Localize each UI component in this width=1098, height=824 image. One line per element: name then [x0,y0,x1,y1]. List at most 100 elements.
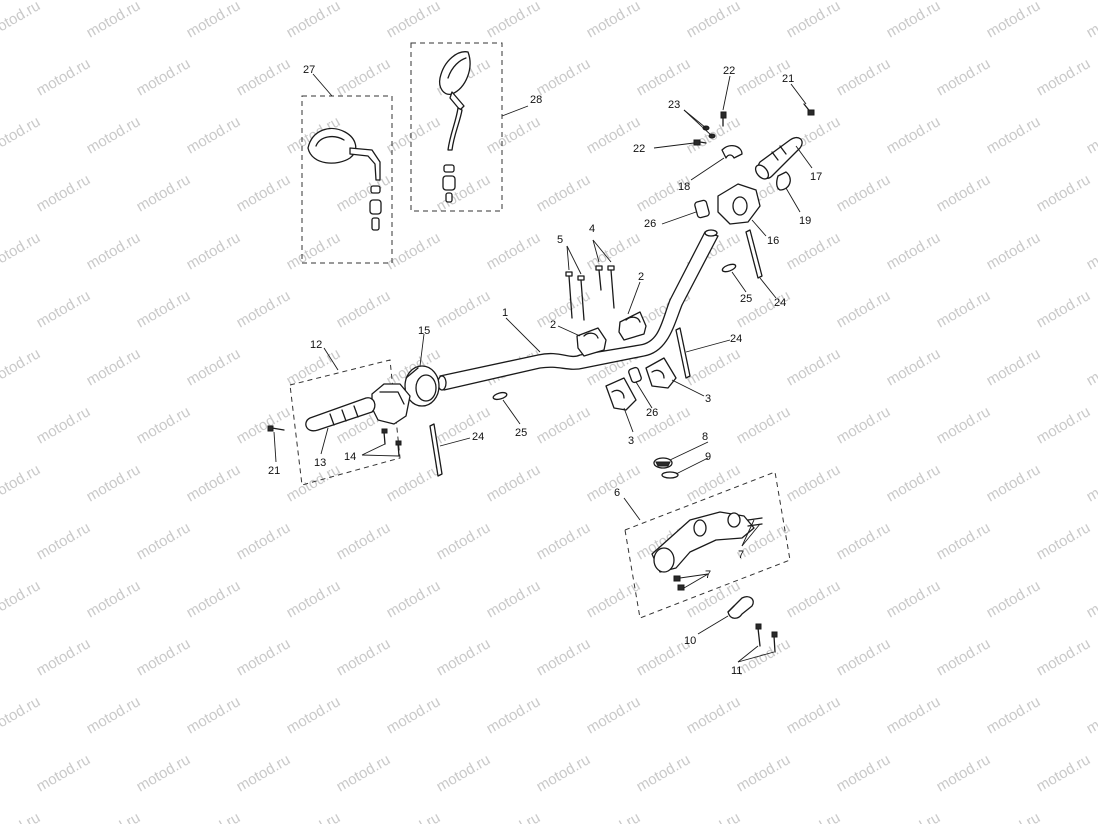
watermark-text: motod.ru [84,461,144,505]
watermark-text: motod.ru [434,171,494,215]
watermark-text: motod.ru [234,171,294,215]
clamp-top-2-left [576,327,607,357]
watermark-text: motod.ru [884,229,944,273]
watermark-text: motod.ru [184,229,244,273]
watermark-text: motod.ru [784,577,844,621]
sleeve-26-upper [694,199,710,219]
watermark-text: motod.ru [234,287,294,331]
watermark-text: motod.ru [934,171,994,215]
watermark-text: motod.ru [134,55,194,99]
callout-12: 12 [310,339,322,351]
watermark-text: motod.ru [884,693,944,737]
watermark-text: motod.ru [134,287,194,331]
watermark-text: motod.ru [484,0,544,41]
bolts-7-lower [673,575,685,591]
watermark-text: motod.ru [184,809,244,824]
callout-17: 17 [810,171,822,183]
switch-ring-15 [404,365,440,407]
callout-23: 23 [668,99,680,111]
watermark-text: motod.ru [334,287,394,331]
callout-24-right-lower: 24 [730,333,742,345]
watermark-text: motod.ru [934,403,994,447]
watermark-text: motod.ru [334,635,394,679]
watermark-text: motod.ru [34,171,94,215]
watermark-text: motod.ru [984,345,1044,389]
watermark-text: motod.ru [34,635,94,679]
callout-21-left: 21 [268,465,280,477]
callout-9: 9 [705,451,711,463]
watermark-text: motod.ru [0,0,43,41]
clamp-lower-3-left [605,377,637,411]
watermark-text: motod.ru [384,809,444,824]
watermark-text: motod.ru [434,403,494,447]
watermark-text: motod.ru [1034,403,1094,447]
watermark-text: motod.ru [84,113,144,157]
watermark-text: motod.ru [184,345,244,389]
watermark-text: motod.ru [334,171,394,215]
watermark-text: motod.ru [884,809,944,824]
bolts-11 [755,623,778,653]
watermark-text: motod.ru [984,461,1044,505]
watermark-text: motod.ru [284,577,344,621]
watermark-text: motod.ru [284,809,344,824]
sleeve-26-lower [628,366,642,384]
watermark-text: motod.ru [634,171,694,215]
watermark-text: motod.ru [234,519,294,563]
watermark-text: motod.ru [884,0,944,41]
watermark-text: motod.ru [834,635,894,679]
watermark-text: motod.ru [0,693,43,737]
watermark-text: motod.ru [184,577,244,621]
watermark-text: motod.ru [834,287,894,331]
riser-bracket-6 [651,511,755,573]
watermark-text: motod.ru [934,55,994,99]
watermark-text: motod.ru [1084,0,1098,41]
watermark-text: motod.ru [1084,461,1098,505]
watermark-text: motod.ru [134,519,194,563]
callout-24-left: 24 [472,431,484,443]
callout-25-left: 25 [515,427,527,439]
watermark-text: motod.ru [984,0,1044,41]
watermark-text: motod.ru [384,0,444,41]
watermark-text: motod.ru [934,635,994,679]
watermark-text: motod.ru [484,577,544,621]
watermark-text: motod.ru [434,635,494,679]
callout-26-upper: 26 [644,218,656,230]
throttle-housing-16 [717,183,761,225]
watermark-text: motod.ru [1084,229,1098,273]
watermark-text: motod.ru [0,113,43,157]
watermark-text: motod.ru [0,577,43,621]
watermark-text: motod.ru [984,229,1044,273]
watermark-text: motod.ru [934,287,994,331]
clip-25-right [721,263,737,273]
watermark-text: motod.ru [234,403,294,447]
cable-tie-24-left [429,423,443,477]
watermark-text: motod.ru [784,461,844,505]
bracket-10 [727,596,754,619]
watermark-text: motod.ru [684,809,744,824]
watermark-text: motod.ru [1084,345,1098,389]
callout-28: 28 [530,94,542,106]
watermark-text: motod.ru [334,751,394,795]
watermark-text: motod.ru [84,809,144,824]
watermark-text: motod.ru [434,287,494,331]
watermark-text: motod.ru [534,55,594,99]
callout-7-lower: 7 [705,569,711,581]
watermark-text: motod.ru [84,345,144,389]
watermark-text: motod.ru [334,519,394,563]
watermark-text: motod.ru [484,693,544,737]
screw-21-right [803,103,815,116]
watermark-text: motod.ru [34,519,94,563]
watermark-text: motod.ru [984,693,1044,737]
watermark-text: motod.ru [834,403,894,447]
watermark-text: motod.ru [734,751,794,795]
watermark-text: motod.ru [534,751,594,795]
callout-5: 5 [557,234,563,246]
callout-13: 13 [314,457,326,469]
watermark-text: motod.ru [384,693,444,737]
grip-17 [754,136,803,180]
callout-22-top: 22 [723,65,735,77]
watermark-text: motod.ru [1034,635,1094,679]
watermark-text: motod.ru [1034,55,1094,99]
watermark-text: motod.ru [784,693,844,737]
